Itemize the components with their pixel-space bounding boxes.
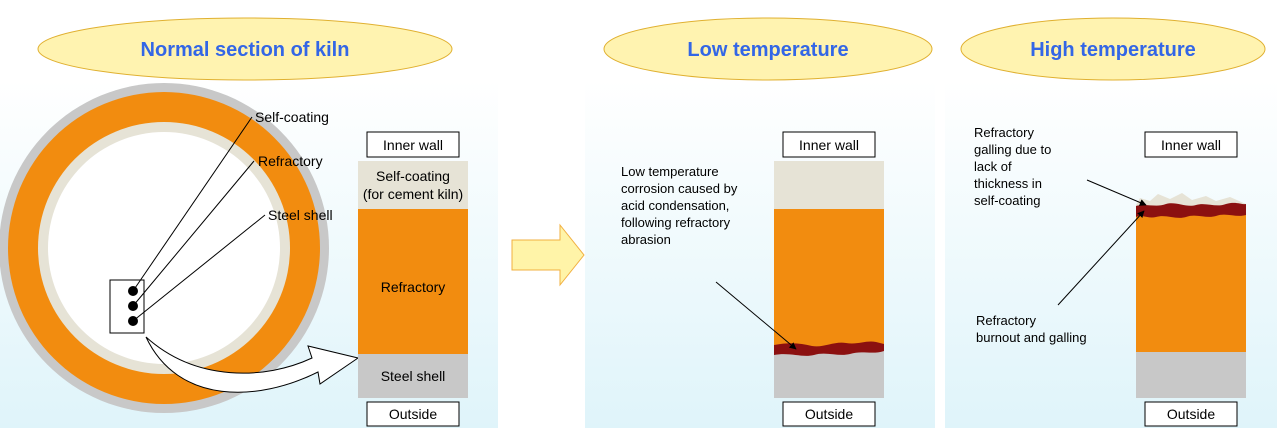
low-corrosion-band: [774, 341, 884, 356]
high-outside-box: [1144, 401, 1238, 427]
high-galling-band: [1136, 202, 1246, 218]
low-refractory-layer: [774, 209, 884, 350]
low-outside-label: Outside: [805, 406, 853, 422]
title-high: High temperature: [960, 17, 1266, 81]
high-steel-shell-layer: [1136, 352, 1246, 398]
zoom-selection-box: [109, 279, 145, 334]
high-refractory-layer: [1136, 210, 1246, 352]
normal-self-coating-layer: [358, 161, 468, 209]
low-self-coating-layer: [774, 161, 884, 209]
normal-steel-shell-label: Steel shell: [381, 368, 446, 384]
label-refractory: Refractory: [258, 153, 323, 169]
high-annotation-top-line-3: lack of: [974, 159, 1012, 174]
transition-arrow: [511, 223, 585, 287]
low-annotation-line-1: Low temperature: [621, 164, 719, 179]
normal-inner-wall-box: [366, 131, 460, 158]
high-pointer-arrow-bottom: [1057, 210, 1145, 306]
title-ellipse: [960, 17, 1266, 81]
low-annotation-line-5: abrasion: [621, 232, 671, 247]
low-steel-shell-layer: [774, 350, 884, 398]
title-text: High temperature: [1030, 39, 1196, 61]
low-outside-box: [782, 401, 876, 427]
leader-steel-shell: [132, 214, 266, 322]
title-ellipse: [603, 17, 933, 81]
low-pointer-arrow: [715, 281, 797, 350]
high-annotation-bottom-line-1: Refractory: [976, 313, 1036, 328]
kiln-interior: [48, 132, 280, 364]
leader-refractory: [132, 160, 255, 307]
normal-outside-label: Outside: [389, 406, 437, 422]
label-steel-shell: Steel shell: [268, 207, 333, 223]
low-annotation-line-4: following refractory: [621, 215, 731, 230]
high-annotation-bottom-line-2: burnout and galling: [976, 330, 1087, 345]
high-inner-wall-box: [1144, 131, 1238, 158]
low-annotation-line-2: corrosion caused by: [621, 181, 738, 196]
normal-inner-wall-label: Inner wall: [383, 137, 443, 153]
title-normal: Normal section of kiln: [37, 17, 453, 81]
normal-steel-shell-layer: [358, 354, 468, 398]
normal-refractory-layer: [358, 209, 468, 354]
high-outside-label: Outside: [1167, 406, 1215, 422]
high-inner-wall-label: Inner wall: [1161, 137, 1221, 153]
low-inner-wall-box: [782, 131, 876, 158]
leader-self-coating: [132, 116, 253, 292]
high-annotation-top: Refractory galling due to lack of thickn…: [974, 125, 1051, 208]
high-pointer-arrow-top: [1086, 179, 1147, 206]
normal-self-coating-sublabel: (for cement kiln): [363, 186, 463, 202]
low-annotation-line-3: acid condensation,: [621, 198, 729, 213]
zoom-curved-arrow: [145, 336, 360, 393]
title-low: Low temperature: [603, 17, 933, 81]
label-self-coating: Self-coating: [255, 109, 329, 125]
normal-refractory-label: Refractory: [381, 279, 446, 295]
low-annotation: Low temperature corrosion caused by acid…: [621, 164, 738, 247]
normal-self-coating-label: Self-coating: [376, 168, 450, 184]
title-text: Normal section of kiln: [141, 39, 350, 61]
title-text: Low temperature: [687, 39, 848, 61]
title-ellipse: [37, 17, 453, 81]
high-annotation-bottom: Refractory burnout and galling: [976, 313, 1087, 345]
kiln-ring: [0, 83, 329, 413]
high-annotation-top-line-2: galling due to: [974, 142, 1051, 157]
high-annotation-top-line-4: thickness in: [974, 176, 1042, 191]
high-annotation-top-line-5: self-coating: [974, 193, 1040, 208]
low-inner-wall-label: Inner wall: [799, 137, 859, 153]
high-annotation-top-line-1: Refractory: [974, 125, 1034, 140]
normal-outside-box: [366, 401, 460, 427]
